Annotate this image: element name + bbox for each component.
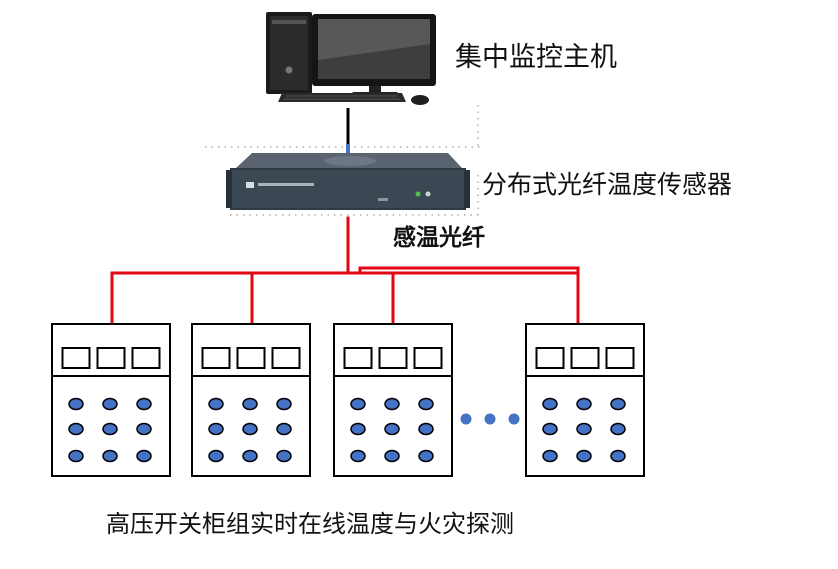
switchgear-cabinet — [191, 323, 311, 477]
cabinet-window — [61, 347, 91, 369]
indicator-light — [384, 422, 400, 436]
indicator-light — [68, 422, 84, 436]
indicator-light — [350, 422, 366, 436]
dotted-guide-lines — [205, 105, 480, 216]
indicator-light — [242, 397, 258, 411]
indicator-light — [576, 397, 592, 411]
cabinet-window — [378, 347, 408, 369]
ellipsis-dot — [484, 413, 496, 425]
indicator-light — [276, 422, 292, 436]
cabinet-window — [131, 347, 161, 369]
indicator-light — [610, 449, 626, 463]
cabinet-window — [535, 347, 565, 369]
indicator-light — [208, 397, 224, 411]
cabinet-window — [605, 347, 635, 369]
more-cabinets-ellipsis — [460, 413, 520, 425]
cabinet-window — [413, 347, 443, 369]
cabinet-window — [343, 347, 373, 369]
switchgear-cabinet — [333, 323, 453, 477]
indicator-light — [576, 449, 592, 463]
ellipsis-dot — [460, 413, 472, 425]
sensor-label: 分布式光纤温度传感器 — [482, 170, 733, 199]
switchgear-cabinet — [51, 323, 171, 477]
host-label: 集中监控主机 — [455, 42, 617, 73]
indicator-light — [68, 449, 84, 463]
indicator-light — [276, 449, 292, 463]
temperature-sensing-fiber — [110, 216, 580, 327]
indicator-light — [542, 397, 558, 411]
cable-link-marker — [346, 144, 350, 154]
indicator-light — [136, 449, 152, 463]
caption: 高压开关柜组实时在线温度与火灾探测 — [106, 510, 514, 538]
rack-sensor-unit-icon — [226, 153, 470, 210]
indicator-light — [418, 397, 434, 411]
indicator-light — [576, 422, 592, 436]
indicator-light — [208, 449, 224, 463]
indicator-light — [418, 422, 434, 436]
indicator-light — [350, 449, 366, 463]
indicator-light — [384, 449, 400, 463]
indicator-light — [242, 422, 258, 436]
cabinet-window — [570, 347, 600, 369]
indicator-light — [208, 422, 224, 436]
indicator-light — [242, 449, 258, 463]
cabinet-window — [271, 347, 301, 369]
indicator-light — [102, 422, 118, 436]
fiber-label: 感温光纤 — [393, 225, 485, 251]
cabinet-window — [201, 347, 231, 369]
indicator-light — [418, 449, 434, 463]
indicator-light — [610, 422, 626, 436]
indicator-light — [542, 422, 558, 436]
indicator-light — [68, 397, 84, 411]
indicator-light — [102, 397, 118, 411]
indicator-light — [136, 397, 152, 411]
indicator-light — [102, 449, 118, 463]
indicator-light — [542, 449, 558, 463]
indicator-light — [276, 397, 292, 411]
switchgear-cabinet — [525, 323, 645, 477]
indicator-light — [136, 422, 152, 436]
cabinet-window — [96, 347, 126, 369]
switchgear-cabinet-group — [51, 323, 645, 477]
indicator-light — [350, 397, 366, 411]
indicator-light — [610, 397, 626, 411]
indicator-light — [384, 397, 400, 411]
cabinet-window — [236, 347, 266, 369]
desktop-computer-icon — [266, 12, 436, 105]
ellipsis-dot — [508, 413, 520, 425]
